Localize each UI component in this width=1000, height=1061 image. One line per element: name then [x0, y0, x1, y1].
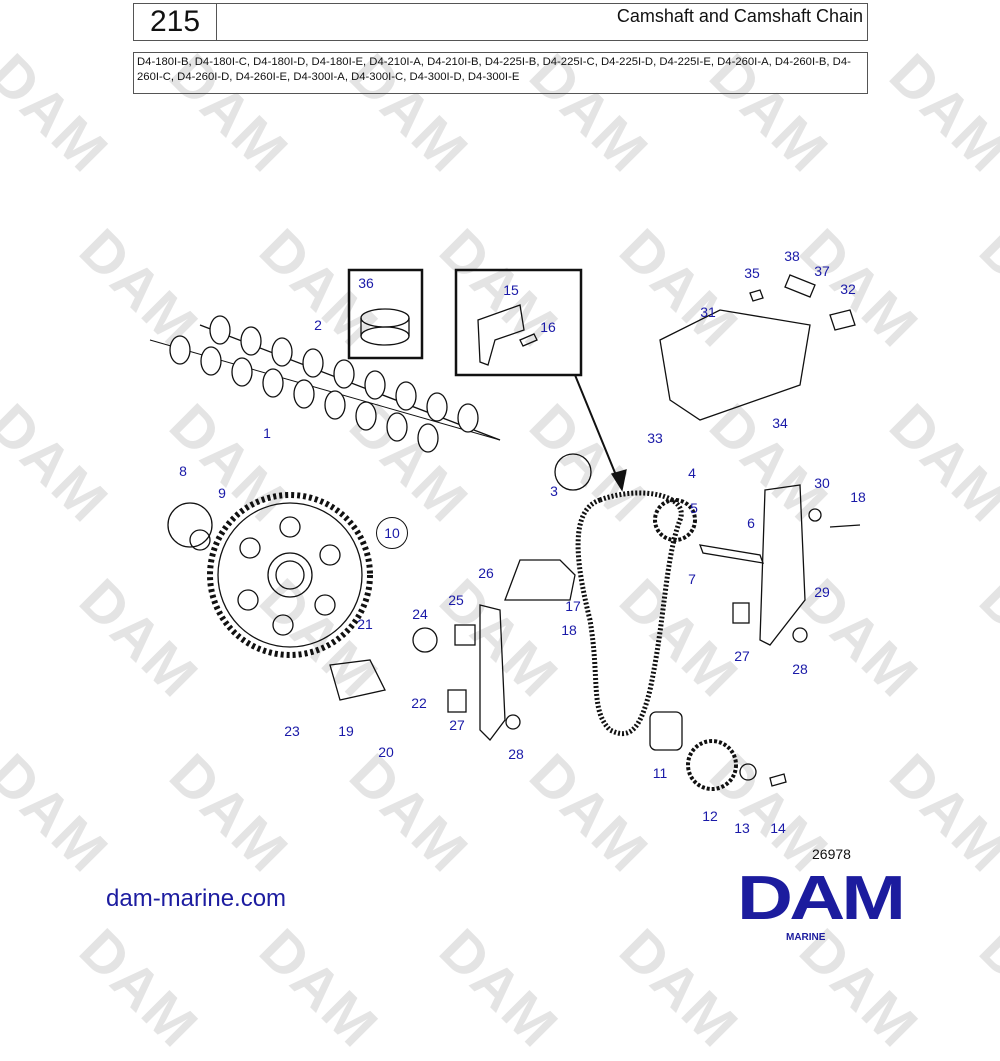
cam-lobe: [200, 346, 222, 376]
dam-logo: DAM: [737, 864, 906, 933]
part-callout[interactable]: 22: [411, 695, 427, 711]
diagram-number: 26978: [812, 846, 851, 862]
part-callout[interactable]: 18: [561, 622, 577, 638]
part-callout[interactable]: 7: [688, 571, 696, 587]
part-callout[interactable]: 33: [647, 430, 663, 446]
tensioner-rail: [479, 604, 506, 741]
part-callout[interactable]: 17: [565, 598, 581, 614]
part-callout[interactable]: 37: [814, 263, 830, 279]
part-callout[interactable]: 13: [734, 820, 750, 836]
part-callout[interactable]: 11: [652, 765, 668, 781]
part-callout[interactable]: 28: [508, 746, 524, 762]
cam-lobe: [240, 326, 262, 356]
dam-logo-subtitle: MARINE: [786, 932, 826, 943]
cam-lobe: [417, 423, 439, 453]
cam-lobe: [364, 370, 386, 400]
cam-lobe: [395, 381, 417, 411]
part-callout[interactable]: 32: [840, 281, 856, 297]
cam-lobe: [426, 392, 448, 422]
part-callout[interactable]: 18: [850, 489, 866, 505]
part-callout[interactable]: 15: [503, 282, 519, 298]
timing-chain: [575, 490, 684, 737]
cam-lobe: [302, 348, 324, 378]
part-callout[interactable]: 23: [284, 723, 300, 739]
page-header: 215 Camshaft and Camshaft Chain: [133, 3, 868, 41]
cam-lobe: [209, 315, 231, 345]
part-callout[interactable]: 25: [448, 592, 464, 608]
cam-lobe: [271, 337, 293, 367]
cam-lobe: [169, 335, 191, 365]
part-callout[interactable]: 14: [770, 820, 786, 836]
part-callout[interactable]: 29: [814, 584, 830, 600]
part-callout[interactable]: 20: [378, 744, 394, 760]
part-callout[interactable]: 8: [179, 463, 187, 479]
cam-lobe: [386, 412, 408, 442]
website-link[interactable]: dam-marine.com: [106, 885, 287, 912]
part-callout[interactable]: 24: [412, 606, 428, 622]
part-callout[interactable]: 28: [792, 661, 808, 677]
page-number: 215: [134, 4, 217, 40]
cover-part: [659, 309, 811, 421]
part-callout[interactable]: 2: [314, 317, 322, 333]
cam-lobe: [333, 359, 355, 389]
part-callout[interactable]: 9: [218, 485, 226, 501]
inset-box-bracket: [454, 268, 583, 377]
part-callout[interactable]: 4: [688, 465, 696, 481]
cam-lobe: [231, 357, 253, 387]
part-callout[interactable]: 38: [784, 248, 800, 264]
cam-lobe: [355, 401, 377, 431]
part-callout[interactable]: 16: [540, 319, 556, 335]
part-callout[interactable]: 27: [449, 717, 465, 733]
part-callout[interactable]: 21: [357, 616, 373, 632]
tensioner-body: [329, 659, 386, 701]
part-callout[interactable]: 36: [358, 275, 374, 291]
parts-diagram: [149, 268, 861, 791]
part-callout[interactable]: 31: [700, 304, 716, 320]
seal-part: [360, 308, 410, 328]
cam-lobe: [262, 368, 284, 398]
bracket-part: [477, 304, 525, 366]
camshaft-gear: [207, 492, 373, 658]
part-callout[interactable]: 19: [338, 723, 354, 739]
inset-box-seal: [347, 268, 424, 360]
inset-arrow: [574, 374, 621, 486]
part-callout[interactable]: 3: [550, 483, 558, 499]
cam-lobe: [457, 403, 479, 433]
part-callout[interactable]: 34: [772, 415, 788, 431]
model-list: D4-180I-B, D4-180I-C, D4-180I-D, D4-180I…: [133, 52, 868, 94]
part-callout[interactable]: 10: [376, 517, 408, 549]
part-callout[interactable]: 6: [747, 515, 755, 531]
cam-lobe: [293, 379, 315, 409]
part-callout[interactable]: 27: [734, 648, 750, 664]
part-callout[interactable]: 30: [814, 475, 830, 491]
page-title: Camshaft and Camshaft Chain: [616, 6, 863, 26]
part-callout[interactable]: 12: [702, 808, 718, 824]
camshaft-parts: [149, 315, 501, 453]
part-callout[interactable]: 35: [744, 265, 760, 281]
guide-rail: [759, 484, 806, 646]
cam-lobe: [324, 390, 346, 420]
part-callout[interactable]: 5: [690, 500, 698, 516]
part-callout[interactable]: 1: [263, 425, 271, 441]
part-callout[interactable]: 26: [478, 565, 494, 581]
